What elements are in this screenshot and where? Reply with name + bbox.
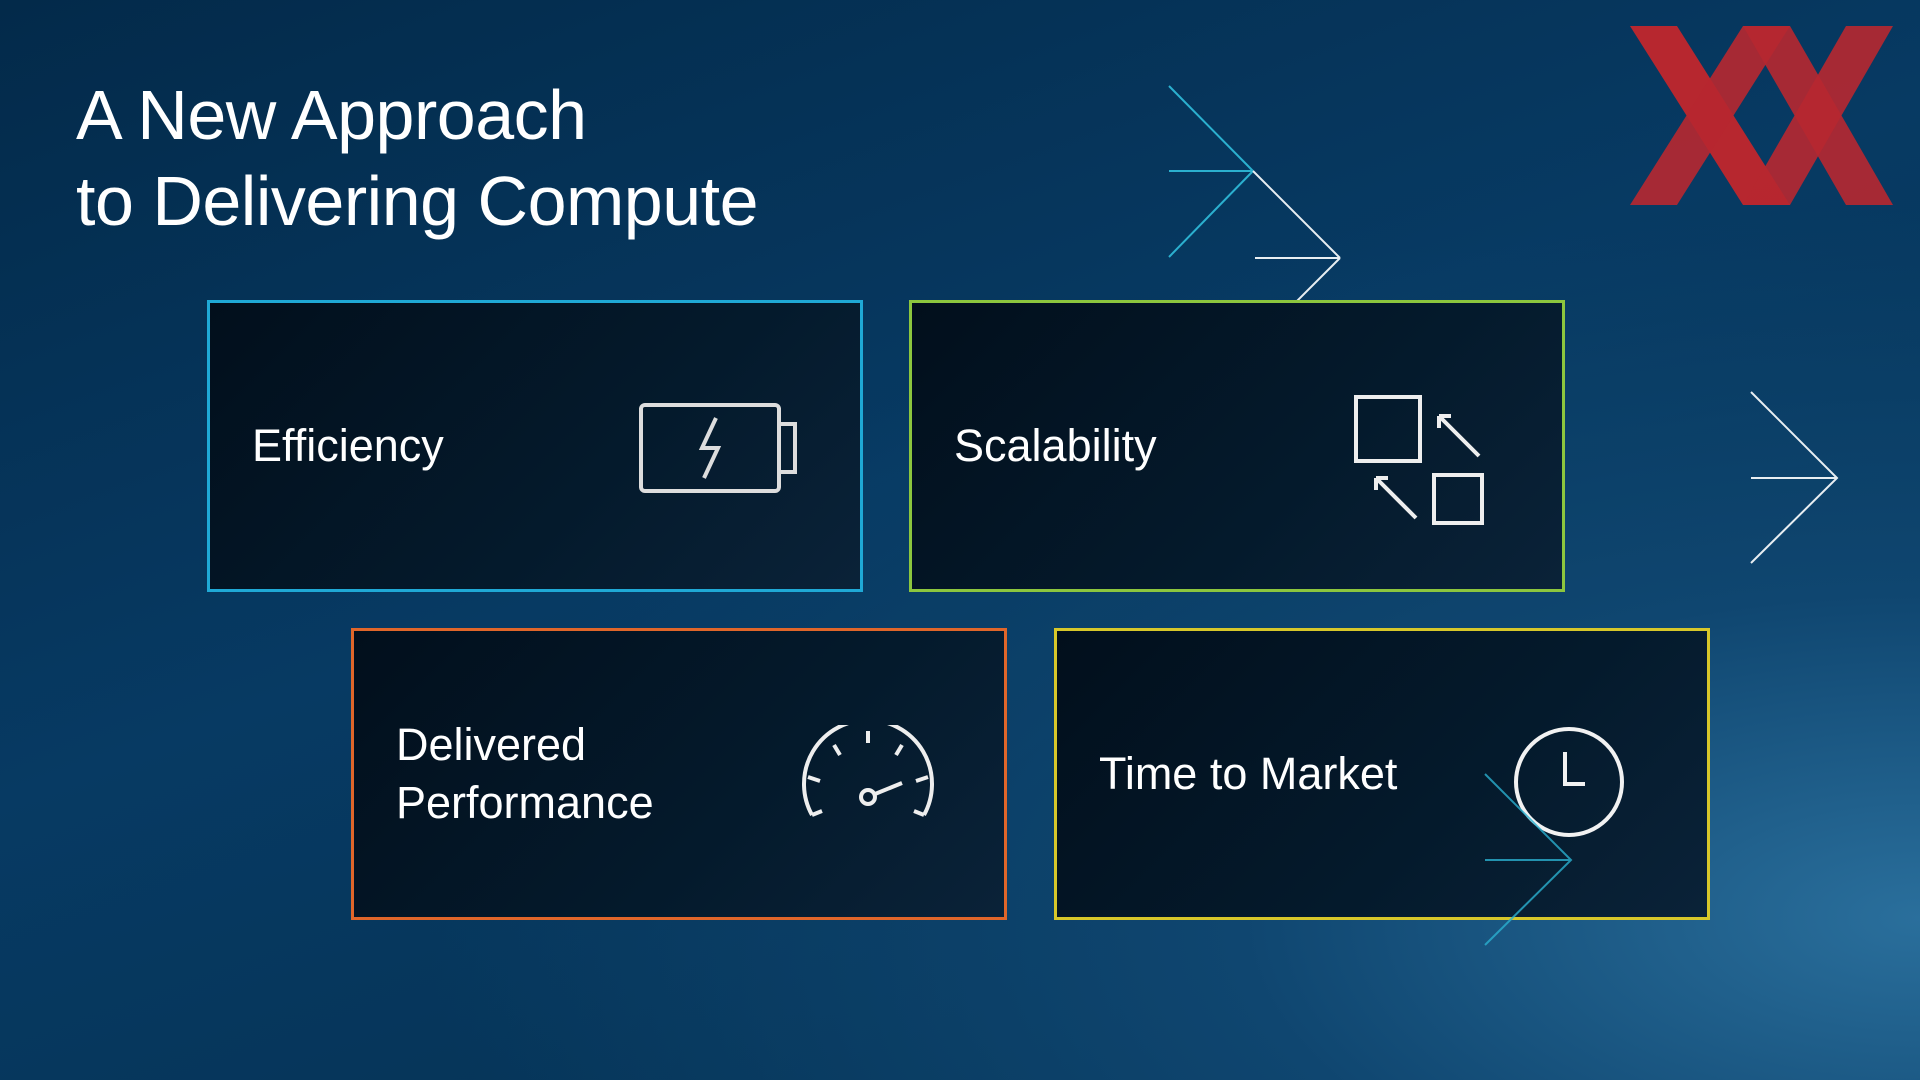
card-label: Time to Market bbox=[1099, 748, 1398, 799]
title-line-2: to Delivering Compute bbox=[76, 162, 759, 240]
speedometer-icon bbox=[802, 725, 934, 817]
label-line: Performance bbox=[396, 777, 654, 828]
arrow-icon bbox=[1168, 85, 1839, 564]
card-time-to-market: Time to Market bbox=[1054, 628, 1710, 920]
logo bbox=[1630, 26, 1893, 205]
battery-bolt-icon bbox=[639, 403, 797, 493]
label-line: Delivered bbox=[396, 719, 587, 770]
card-scalability: Scalability bbox=[909, 300, 1565, 592]
card-label: Scalability bbox=[954, 420, 1157, 471]
scale-boxes-icon bbox=[1354, 395, 1484, 525]
card-label: Delivered Performance bbox=[396, 716, 654, 832]
card-efficiency: Efficiency bbox=[207, 300, 863, 592]
clock-icon bbox=[1514, 727, 1624, 837]
title-line-1: A New Approach bbox=[76, 76, 587, 154]
page-title: A New Approach to Delivering Compute bbox=[76, 72, 759, 244]
card-label: Efficiency bbox=[252, 420, 444, 471]
card-delivered-performance: Delivered Performance bbox=[351, 628, 1007, 920]
